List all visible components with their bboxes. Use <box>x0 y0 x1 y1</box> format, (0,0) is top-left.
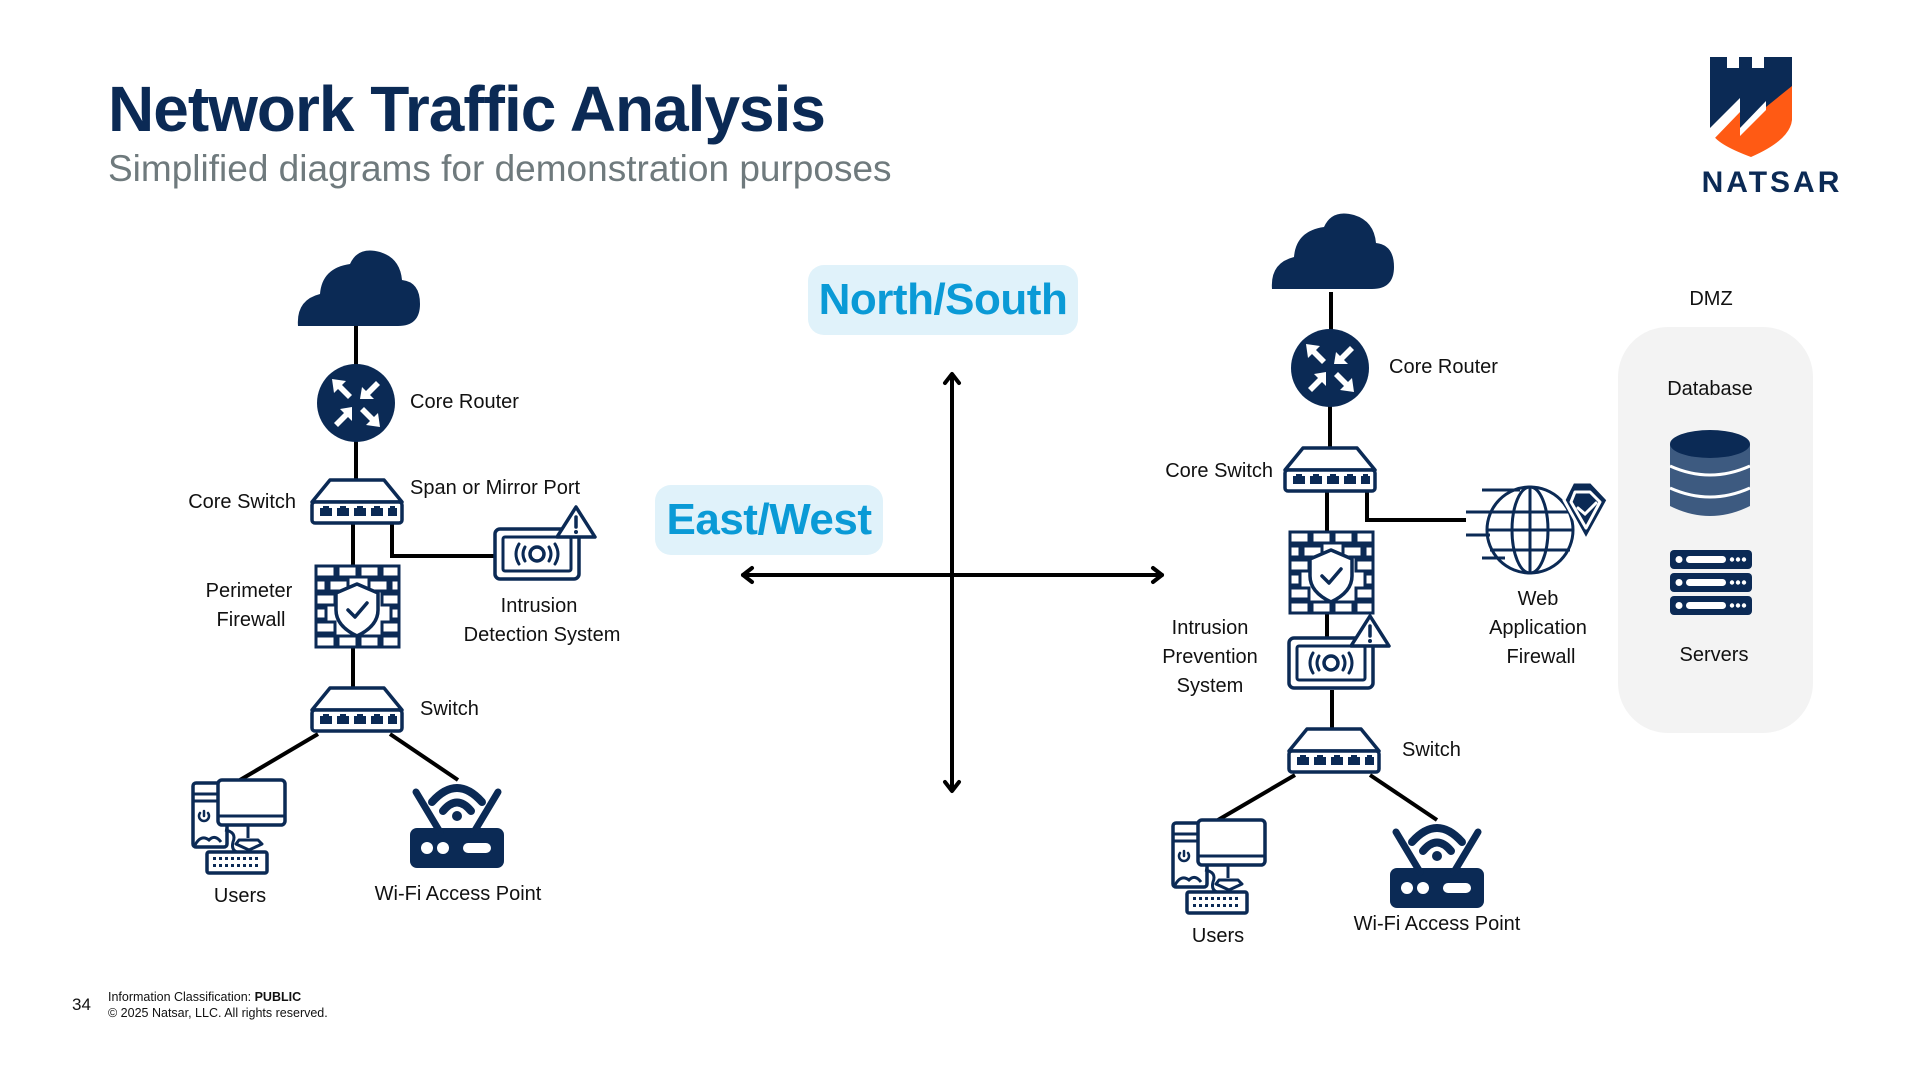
servers-icon <box>1670 550 1752 615</box>
link-mirror-waf <box>1365 492 1466 522</box>
arrow-head-south <box>943 780 961 793</box>
left-ids-label-2: Detection System <box>463 624 621 646</box>
link-switch-users <box>1216 773 1297 822</box>
dmz-servers-label: Servers <box>1679 644 1749 666</box>
router-icon <box>317 364 395 442</box>
right-wifi-label: Wi-Fi Access Point <box>1353 913 1521 935</box>
page-subtitle: Simplified diagrams for demonstration pu… <box>108 148 892 189</box>
right-waf-label-3: Firewall <box>1506 646 1576 668</box>
left-wifi-label: Wi-Fi Access Point <box>374 883 542 905</box>
left-firewall-label-2: Firewall <box>216 609 286 631</box>
dmz-title: DMZ <box>1689 288 1733 310</box>
wifi-access-point-icon <box>1390 828 1484 908</box>
left-switch-label: Switch <box>420 698 479 720</box>
left-span-port-label: Span or Mirror Port <box>410 477 581 499</box>
right-core-router-label: Core Router <box>1389 356 1498 378</box>
left-ids-label-1: Intrusion <box>500 595 578 617</box>
page-title: Network Traffic Analysis <box>108 73 826 145</box>
switch-icon <box>310 686 404 733</box>
database-icon <box>1668 428 1752 518</box>
switch-icon <box>310 478 404 525</box>
left-users-label: Users <box>213 885 267 907</box>
users-workstation-icon <box>1171 818 1267 915</box>
traffic-direction-arrows <box>741 372 1164 793</box>
link-switch-users <box>238 732 320 782</box>
right-ips-label-3: System <box>1176 675 1244 697</box>
arrow-head-west <box>741 566 754 584</box>
north-south-badge: North/South <box>808 265 1078 335</box>
east-west-badge: East/West <box>655 485 883 555</box>
page-number: 34 <box>72 995 91 1014</box>
switch-icon <box>1283 446 1377 493</box>
left-core-switch-label: Core Switch <box>188 491 296 513</box>
arrow-head-east <box>1151 566 1164 584</box>
right-core-switch-label: Core Switch <box>1165 460 1273 482</box>
copyright: © 2025 Natsar, LLC. All rights reserved. <box>108 1006 328 1020</box>
dmz-database-label: Database <box>1667 378 1753 400</box>
right-diagram-links <box>1216 292 1466 822</box>
ips-icon <box>1287 614 1391 690</box>
right-ips-label-1: Intrusion <box>1171 617 1249 639</box>
users-workstation-icon <box>191 778 287 875</box>
link-mirror-ids <box>390 523 494 558</box>
switch-icon <box>1287 727 1381 774</box>
footer-text: Information Classification: PUBLIC © 202… <box>108 989 328 1021</box>
right-switch-label: Switch <box>1402 739 1461 761</box>
firewall-icon <box>314 564 401 649</box>
link-switch-wifi <box>388 732 460 782</box>
left-firewall-label-1: Perimeter <box>205 580 293 602</box>
classification-prefix: Information Classification: <box>108 990 255 1004</box>
right-waf-label-1: Web <box>1517 588 1559 610</box>
right-waf-label-2: Application <box>1489 617 1587 639</box>
classification-line: Information Classification: PUBLIC <box>108 989 328 1005</box>
arrow-head-north <box>943 372 961 385</box>
firewall-icon <box>1288 530 1375 615</box>
cloud-icon <box>1271 213 1394 289</box>
router-icon <box>1291 329 1369 407</box>
waf-globe-icon <box>1464 480 1610 575</box>
left-diagram-links <box>238 325 494 782</box>
wifi-access-point-icon <box>410 788 504 868</box>
right-ips-label-2: Prevention <box>1162 646 1258 668</box>
logo-wordmark: NATSAR <box>1701 166 1843 199</box>
link-switch-wifi <box>1368 773 1439 822</box>
classification-value: PUBLIC <box>254 990 302 1004</box>
left-core-router-label: Core Router <box>410 391 519 413</box>
dmz-panel <box>1618 327 1813 733</box>
right-users-label: Users <box>1191 925 1245 947</box>
ids-icon <box>493 505 597 581</box>
cloud-icon <box>297 250 420 326</box>
